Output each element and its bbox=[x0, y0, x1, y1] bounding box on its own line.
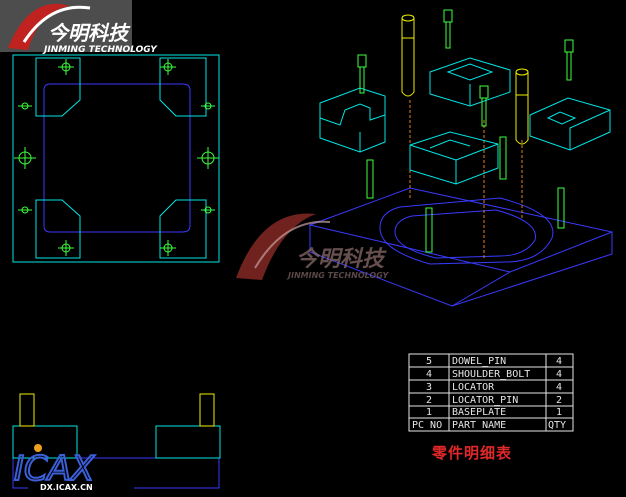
bom-row: 1 BASEPLATE 1 bbox=[426, 407, 562, 418]
bom-qty: 4 bbox=[556, 382, 562, 393]
bom-row: 4 SHOULDER_BOLT 4 bbox=[426, 369, 562, 380]
plan-view bbox=[12, 54, 220, 263]
bom-header-row: PC NO PART NAME QTY bbox=[412, 420, 566, 431]
bom-header-qty: QTY bbox=[548, 420, 566, 431]
watermark-swoosh-icon bbox=[236, 213, 316, 280]
icax-logo: ICAX DX.ICAX.CN bbox=[13, 444, 134, 492]
bom-pc: 2 bbox=[426, 395, 432, 406]
watermark-en-text: JINMING TECHNOLOGY bbox=[286, 271, 389, 280]
logo-en-text: JINMING TECHNOLOGY bbox=[42, 45, 158, 55]
center-watermark: 今明科技 JINMING TECHNOLOGY bbox=[236, 213, 389, 280]
bom-qty: 4 bbox=[556, 356, 562, 367]
bom-pc: 3 bbox=[426, 382, 432, 393]
bom-row: 2 LOCATOR_PIN 2 bbox=[426, 395, 562, 406]
bom-pc: 1 bbox=[426, 407, 432, 418]
bom-part-name: BASEPLATE bbox=[452, 407, 506, 418]
bom-part-name: DOWEL_PIN bbox=[452, 356, 506, 367]
bom-part-name: LOCATOR_PIN bbox=[452, 395, 518, 406]
bom-pc: 4 bbox=[426, 369, 432, 380]
isometric-view bbox=[308, 9, 614, 307]
logo-cn-text: 今明科技 bbox=[48, 21, 131, 45]
bom-header-name: PART NAME bbox=[452, 420, 506, 431]
bom-qty: 4 bbox=[556, 369, 562, 380]
logo-swoosh-icon bbox=[8, 3, 70, 50]
front-view bbox=[12, 393, 221, 489]
bom-table: 5 DOWEL_PIN 4 4 SHOULDER_BOLT 4 3 LOCATO… bbox=[408, 353, 574, 462]
bom-header-pc: PC NO bbox=[412, 420, 442, 431]
company-logo: 今明科技 JINMING TECHNOLOGY bbox=[0, 0, 158, 55]
bom-row: 3 LOCATOR 4 bbox=[426, 382, 562, 393]
watermark-cn-text: 今明科技 bbox=[296, 246, 387, 272]
bom-qty: 2 bbox=[556, 395, 562, 406]
bom-part-name: LOCATOR bbox=[452, 382, 495, 393]
bom-row: 5 DOWEL_PIN 4 bbox=[426, 356, 562, 367]
bom-qty: 1 bbox=[556, 407, 562, 418]
baseplate-iso bbox=[308, 187, 614, 307]
bom-part-name: SHOULDER_BOLT bbox=[452, 369, 530, 380]
bom-pc: 5 bbox=[426, 356, 432, 367]
icax-dot-icon bbox=[34, 444, 42, 452]
icax-url-text: DX.ICAX.CN bbox=[40, 483, 93, 492]
bom-caption: 零件明细表 bbox=[431, 444, 512, 462]
